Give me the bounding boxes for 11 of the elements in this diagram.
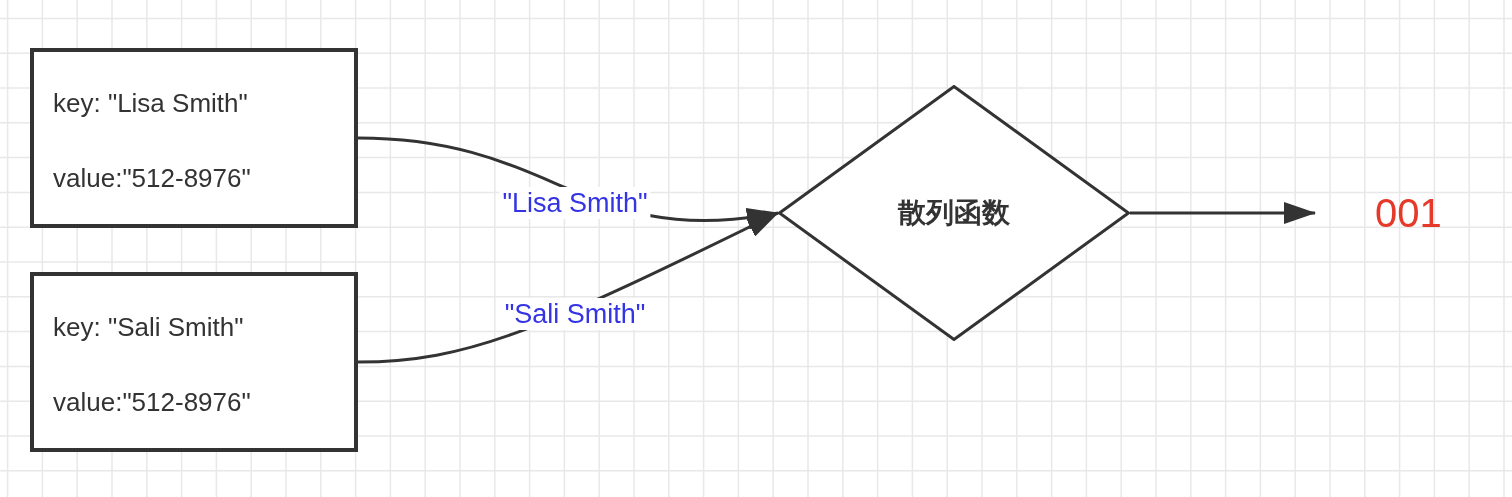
edge-label: "Lisa Smith" xyxy=(499,187,651,219)
key-value-box xyxy=(30,48,358,228)
key-value-box xyxy=(30,272,358,452)
diamond-label: 散列函数 xyxy=(898,196,1010,230)
hash-value-text: 001 xyxy=(1375,193,1442,233)
key-text: key: "Lisa Smith" xyxy=(53,88,248,118)
key-text: key: "Sali Smith" xyxy=(53,312,244,342)
arrow xyxy=(1130,202,1316,224)
value-text: value:"512-8976" xyxy=(53,163,251,193)
decision-diamond xyxy=(778,85,1130,341)
value-text: value:"512-8976" xyxy=(53,387,251,417)
